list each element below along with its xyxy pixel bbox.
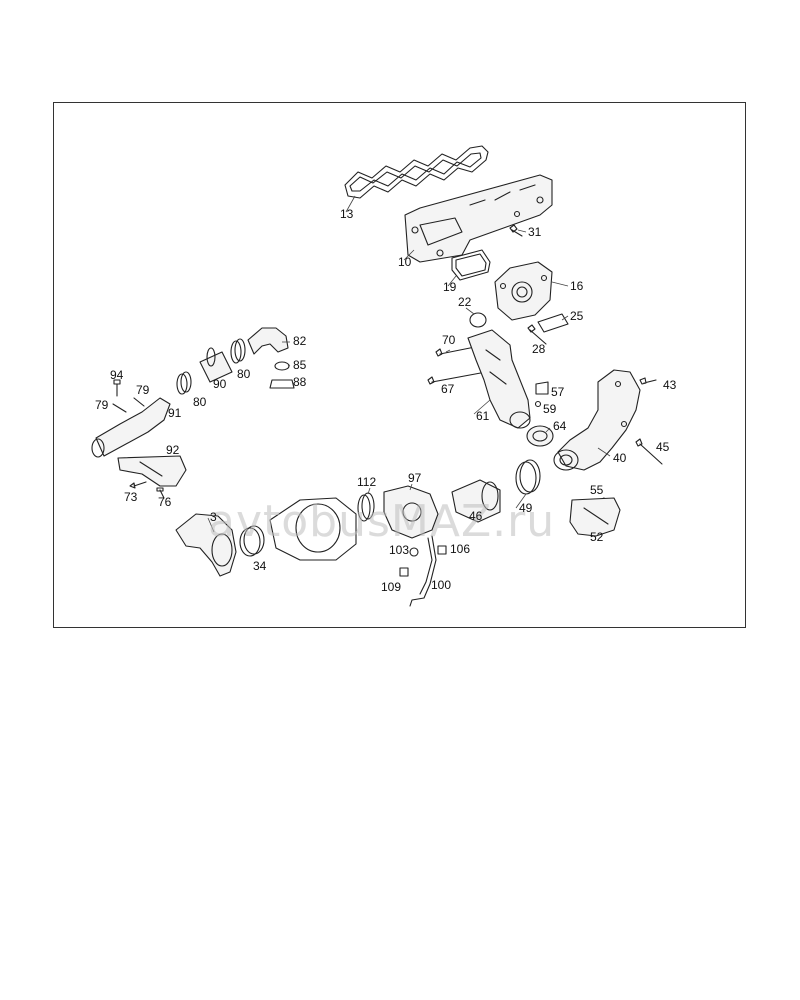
callout-label-92: 92 bbox=[166, 443, 180, 457]
valve-housing-97-illustration bbox=[383, 485, 439, 539]
clamp-34-illustration bbox=[239, 525, 265, 557]
pipe-91-illustration bbox=[91, 397, 171, 458]
callout-label-55: 55 bbox=[590, 483, 604, 497]
watermark-text: avtobusMAZ.ru bbox=[208, 496, 555, 547]
bolt-79-lower-illustration bbox=[112, 403, 127, 413]
callout-label-57: 57 bbox=[551, 385, 565, 399]
callout-label-80: 80 bbox=[193, 395, 207, 409]
callout-label-109: 109 bbox=[381, 580, 401, 594]
callout-label-100: 100 bbox=[431, 578, 451, 592]
gasket-13-illustration bbox=[344, 145, 489, 199]
intake-manifold-10-illustration bbox=[404, 174, 553, 263]
bracket-52-illustration bbox=[569, 497, 621, 537]
bolt-106-illustration bbox=[437, 545, 447, 555]
gasket-19-illustration bbox=[451, 249, 491, 281]
callout-label-16: 16 bbox=[570, 279, 584, 293]
bolt-45-illustration bbox=[635, 438, 663, 465]
callout-label-13: 13 bbox=[340, 207, 354, 221]
callout-label-76: 76 bbox=[158, 495, 172, 509]
callout-label-85: 85 bbox=[293, 358, 307, 372]
callout-label-80: 80 bbox=[237, 367, 251, 381]
turbocharger-illustration bbox=[269, 497, 357, 561]
callout-label-52: 52 bbox=[590, 530, 604, 544]
callout-label-64: 64 bbox=[553, 419, 567, 433]
callout-label-82: 82 bbox=[293, 334, 307, 348]
callout-label-49: 49 bbox=[519, 501, 533, 515]
callout-label-70: 70 bbox=[442, 333, 456, 347]
callout-label-73: 73 bbox=[124, 490, 138, 504]
callout-label-91: 91 bbox=[168, 406, 182, 420]
sleeve-49-illustration bbox=[515, 459, 541, 495]
callout-label-22: 22 bbox=[458, 295, 472, 309]
callout-label-94: 94 bbox=[110, 368, 124, 382]
bolt-76-illustration bbox=[156, 487, 165, 499]
callout-label-79: 79 bbox=[95, 398, 109, 412]
clamp-80-right-illustration bbox=[230, 338, 246, 364]
callout-label-103: 103 bbox=[389, 543, 409, 557]
bolt-109-illustration bbox=[399, 567, 409, 577]
elbow-hose-82-illustration bbox=[247, 327, 289, 355]
bolt-31-illustration bbox=[509, 224, 523, 237]
callout-label-43: 43 bbox=[663, 378, 677, 392]
callout-label-40: 40 bbox=[613, 451, 627, 465]
screw-59-illustration bbox=[534, 400, 542, 408]
clip-57-illustration bbox=[535, 381, 549, 395]
o-ring-85-illustration bbox=[274, 361, 290, 371]
clamp-80-left-illustration bbox=[176, 371, 192, 395]
nut-103-illustration bbox=[409, 547, 419, 557]
callout-label-79: 79 bbox=[136, 383, 150, 397]
flange-46-illustration bbox=[451, 479, 501, 523]
callout-label-3: 3 bbox=[210, 510, 217, 524]
callout-label-19: 19 bbox=[443, 280, 457, 294]
screw-43-illustration bbox=[639, 377, 657, 385]
bracket-100-illustration bbox=[409, 535, 437, 607]
callout-label-28: 28 bbox=[532, 342, 546, 356]
bolt-79-upper-illustration bbox=[133, 397, 145, 407]
callout-label-61: 61 bbox=[476, 409, 490, 423]
flange-housing-16-illustration bbox=[494, 261, 553, 321]
callout-label-45: 45 bbox=[656, 440, 670, 454]
callout-label-88: 88 bbox=[293, 375, 307, 389]
callout-labels: 13 10 31 19 16 22 25 28 70 82 85 88 90 80 80 94 79 79 91 67… bbox=[95, 207, 677, 594]
o-ring-22-illustration bbox=[469, 312, 487, 328]
clamp-88-illustration bbox=[269, 379, 295, 389]
bracket-92-illustration bbox=[117, 455, 187, 487]
hose-90-illustration bbox=[199, 347, 233, 383]
callout-label-25: 25 bbox=[570, 309, 584, 323]
callout-label-90: 90 bbox=[213, 377, 227, 391]
callout-label-34: 34 bbox=[253, 559, 267, 573]
callout-label-112: 112 bbox=[357, 475, 376, 489]
bolt-73-illustration bbox=[129, 481, 147, 489]
callout-label-67: 67 bbox=[441, 382, 455, 396]
exhaust-pipe-40-illustration bbox=[553, 369, 641, 471]
callout-label-59: 59 bbox=[543, 402, 557, 416]
gasket-25-illustration bbox=[537, 313, 569, 333]
callout-label-10: 10 bbox=[398, 255, 412, 269]
bolt-28-illustration bbox=[527, 324, 547, 345]
leader-lines bbox=[207, 195, 611, 533]
bolt-94-illustration bbox=[113, 379, 121, 397]
callout-label-97: 97 bbox=[408, 471, 422, 485]
callout-label-46: 46 bbox=[469, 509, 483, 523]
exhaust-elbow-61-illustration bbox=[467, 329, 531, 429]
diagram-frame bbox=[53, 102, 746, 628]
callout-label-106: 106 bbox=[450, 542, 470, 556]
bolt-67-illustration bbox=[427, 371, 487, 385]
callout-label-31: 31 bbox=[528, 225, 542, 239]
inlet-elbow-3-illustration bbox=[175, 513, 237, 577]
